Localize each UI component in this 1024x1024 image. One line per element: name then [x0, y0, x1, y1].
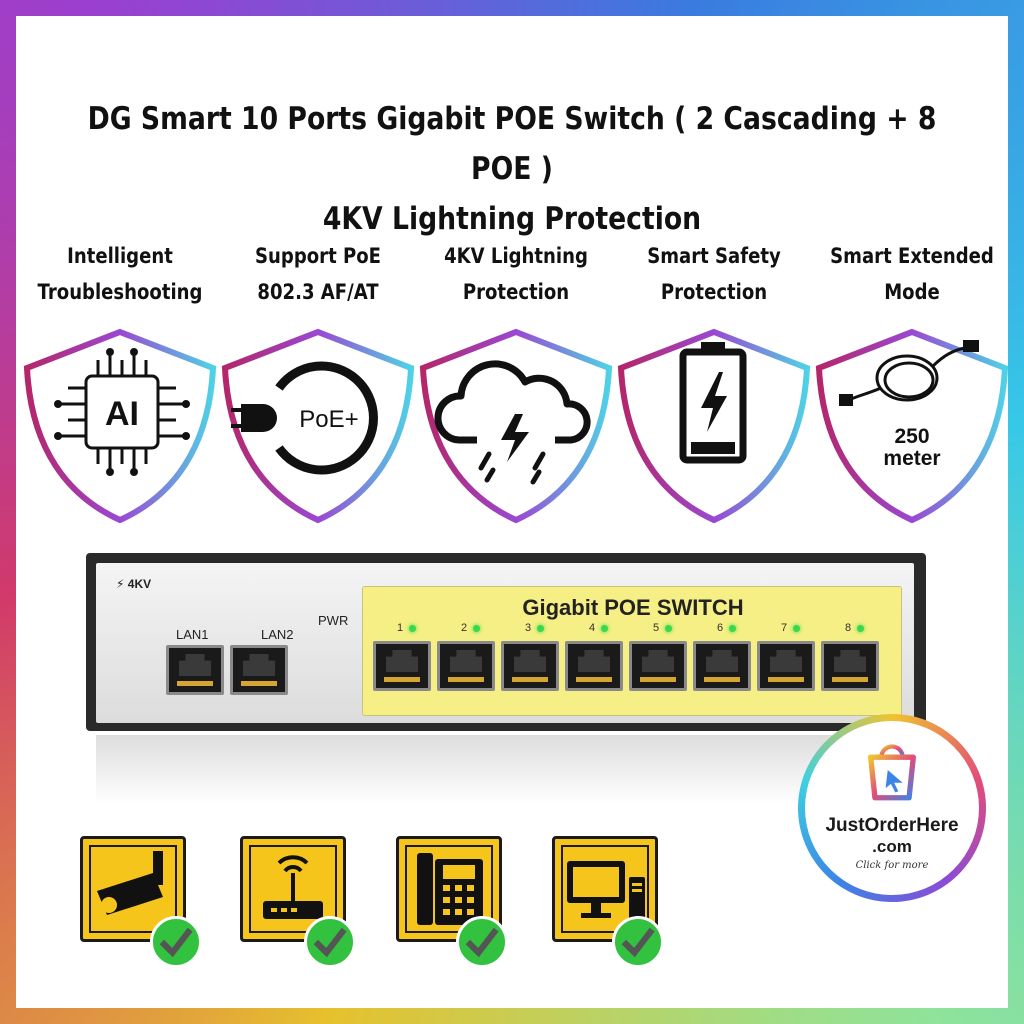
- port-number-3: 3: [525, 622, 532, 634]
- device-reflection: [96, 735, 916, 805]
- store-name: JustOrderHere: [825, 815, 959, 836]
- distance-unit: meter: [883, 447, 941, 470]
- port-led-3: [537, 625, 544, 632]
- lan2-port: [230, 645, 288, 695]
- switch-label: Gigabit POE SWITCH: [522, 595, 744, 620]
- port-led-4: [601, 625, 608, 632]
- store-tagline[interactable]: Click for more: [855, 860, 929, 871]
- ai-chip-icon: AI: [54, 348, 190, 476]
- check-icon: [150, 916, 202, 968]
- lan1-port: [166, 645, 224, 695]
- router-icon: [263, 855, 323, 919]
- feature-label: 4KV Lightning Protection: [430, 238, 602, 310]
- poe-switch-device: ⚡ 4KV LAN1 LAN2 PWR Gigabit POE SWITCH 1…: [86, 553, 926, 731]
- feature-troubleshooting: Intelligent Troubleshooting AI: [20, 238, 220, 538]
- shield-icon: [617, 328, 811, 524]
- lan2-label: LAN2: [261, 627, 294, 642]
- product-title: DG Smart 10 Ports Gigabit POE Switch ( 2…: [72, 94, 953, 244]
- title-line-1: DG Smart 10 Ports Gigabit POE Switch ( 2…: [87, 101, 937, 187]
- storm-cloud-icon: [434, 360, 591, 485]
- feature-label-line1: Support PoE: [255, 244, 381, 268]
- port-led-6: [729, 625, 736, 632]
- check-icon: [304, 916, 356, 968]
- feature-label-line2: Protection: [462, 280, 570, 304]
- battery-icon: [679, 342, 747, 464]
- cable-icon: [839, 340, 979, 406]
- feature-label-line1: Intelligent: [67, 244, 173, 268]
- lan1-label: LAN1: [176, 627, 209, 642]
- poe-port-1: [373, 641, 431, 691]
- poe-port-5: [629, 641, 687, 691]
- feature-label: Support PoE 802.3 AF/AT: [232, 238, 404, 310]
- distance-value: 250: [894, 425, 930, 448]
- poe-port-3: [501, 641, 559, 691]
- feature-label-line1: Smart Extended: [830, 244, 994, 268]
- power-plug-icon: PoE+: [231, 361, 378, 475]
- feature-label: Smart Safety Protection: [628, 238, 800, 310]
- port-led-8: [857, 625, 864, 632]
- lightning-rating-label: ⚡ 4KV: [116, 577, 151, 591]
- poe-text: PoE+: [299, 406, 358, 433]
- phone-icon: [417, 853, 483, 925]
- feature-lightning: 4KV Lightning Protection: [416, 238, 616, 538]
- poe-port-4: [565, 641, 623, 691]
- shopping-bag-icon: [868, 744, 916, 801]
- check-icon: [612, 916, 664, 968]
- feature-poe: Support PoE 802.3 AF/AT PoE+: [218, 238, 418, 538]
- port-number-2: 2: [461, 622, 468, 634]
- lightning-rating-text: 4KV: [127, 577, 152, 591]
- port-led-2: [473, 625, 480, 632]
- port-number-4: 4: [589, 622, 596, 634]
- port-number-8: 8: [845, 622, 852, 634]
- computer-icon: [567, 861, 645, 919]
- lightning-badge-icon: ⚡: [116, 577, 125, 591]
- feature-extended: Smart Extended Mode 250 meter: [812, 238, 1012, 538]
- port-number-1: 1: [397, 622, 404, 634]
- port-number-7: 7: [781, 622, 788, 634]
- feature-label-line2: Mode: [884, 280, 940, 304]
- store-domain: .com: [872, 837, 912, 856]
- feature-label: Smart Extended Mode: [826, 238, 998, 310]
- port-number-5: 5: [653, 622, 660, 634]
- feature-label-line2: 802.3 AF/AT: [257, 280, 379, 304]
- poe-port-2: [437, 641, 495, 691]
- port-led-7: [793, 625, 800, 632]
- feature-label: Intelligent Troubleshooting: [34, 238, 206, 310]
- ai-text: AI: [105, 395, 139, 433]
- port-led-5: [665, 625, 672, 632]
- feature-label-line2: Protection: [660, 280, 768, 304]
- store-badge[interactable]: JustOrderHere .com Click for more: [798, 714, 986, 902]
- title-line-2: 4KV Lightning Protection: [322, 201, 702, 237]
- switch-front-panel: ⚡ 4KV LAN1 LAN2 PWR Gigabit POE SWITCH 1…: [96, 563, 914, 723]
- port-number-6: 6: [717, 622, 724, 634]
- check-icon: [456, 916, 508, 968]
- shield-icon: [815, 328, 1009, 524]
- feature-label-line2: Troubleshooting: [37, 280, 203, 304]
- camera-icon: [97, 851, 163, 915]
- feature-label-line1: Smart Safety: [647, 244, 781, 268]
- shield-icon: [23, 328, 217, 524]
- poe-port-7: [757, 641, 815, 691]
- pwr-label: PWR: [318, 613, 349, 628]
- port-led-1: [409, 625, 416, 632]
- poe-port-6: [693, 641, 751, 691]
- poe-port-8: [821, 641, 879, 691]
- poe-port-panel: Gigabit POE SWITCH 1 2 3 4 5 6 7 8: [362, 586, 902, 716]
- feature-label-line1: 4KV Lightning: [444, 244, 588, 268]
- feature-safety: Smart Safety Protection: [614, 238, 814, 538]
